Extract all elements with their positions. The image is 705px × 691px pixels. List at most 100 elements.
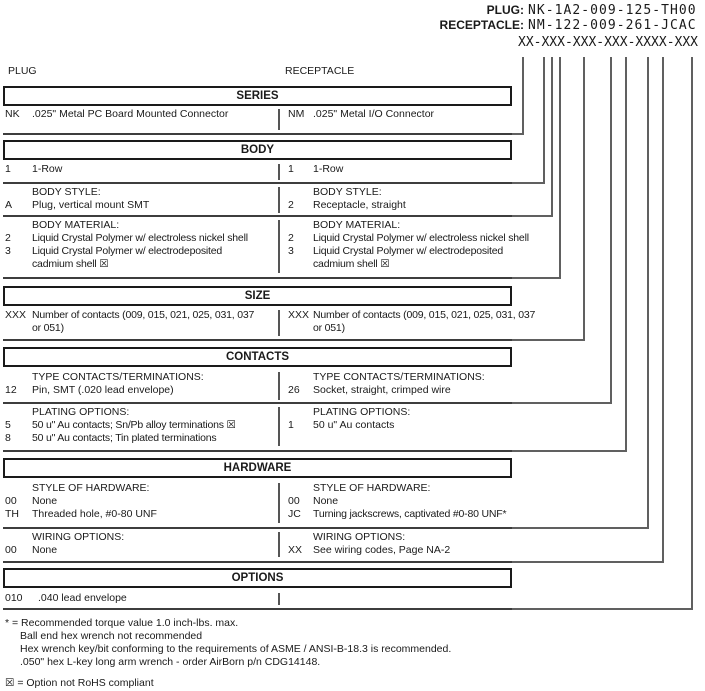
divider bbox=[3, 561, 512, 563]
size-section-header: SIZE bbox=[3, 286, 512, 306]
contacts-type-right-heading: TYPE CONTACTS/TERMINATIONS: bbox=[313, 371, 485, 383]
footnote-torque-line2: Ball end hex wrench not recommended bbox=[20, 630, 203, 642]
hardware-style-left-code: 00 bbox=[5, 495, 17, 507]
body-material-right-code: 2 bbox=[288, 232, 294, 244]
trace-size-vertical bbox=[583, 57, 585, 341]
body-style-left-heading: BODY STYLE: bbox=[32, 186, 101, 198]
size-row: XXX Number of contacts (009, 015, 021, 0… bbox=[0, 309, 535, 338]
divider bbox=[3, 450, 512, 452]
body-row-right-desc: 1-Row bbox=[313, 163, 344, 175]
body-material-left-desc: Liquid Crystal Polymer w/ electroless ni… bbox=[32, 232, 248, 244]
trace-hardware-style-vertical bbox=[647, 57, 649, 529]
column-divider bbox=[278, 310, 280, 336]
trace-hardware-style-horizontal bbox=[512, 527, 649, 529]
column-divider bbox=[278, 109, 280, 130]
footnote-rohs: ☒ = Option not RoHS compliant bbox=[5, 677, 154, 689]
trace-series-horizontal bbox=[512, 133, 524, 135]
plug-part-number-label: PLUG: bbox=[486, 3, 524, 17]
body-row: 1 1-Row 1 1-Row bbox=[0, 163, 512, 182]
footnote-torque-line3: Hex wrench key/bit conforming to the req… bbox=[20, 643, 452, 655]
receptacle-column-label: RECEPTACLE bbox=[285, 65, 355, 77]
column-divider bbox=[278, 372, 280, 400]
body-material-right-heading: BODY MATERIAL: bbox=[313, 219, 401, 231]
plug-column-label: PLUG bbox=[8, 65, 37, 77]
hardware-style-left-heading: STYLE OF HARDWARE: bbox=[32, 482, 150, 494]
divider bbox=[3, 215, 512, 217]
plating-block: PLATING OPTIONS: PLATING OPTIONS: 5 50 u… bbox=[0, 406, 512, 448]
plating-left-desc: 50 u" Au contacts; Sn/Pb alloy terminati… bbox=[32, 419, 236, 431]
body-style-left-code: A bbox=[5, 199, 13, 211]
footnote-torque-line1: * = Recommended torque value 1.0 inch-lb… bbox=[5, 617, 239, 629]
column-divider bbox=[278, 164, 280, 180]
body-material-left-heading: BODY MATERIAL: bbox=[32, 219, 120, 231]
trace-body-material-vertical bbox=[559, 57, 561, 279]
part-number-format-pattern: XX-XXX-XXX-XXX-XXXX-XXX bbox=[518, 35, 699, 50]
size-right-desc: Number of contacts (009, 015, 021, 025, … bbox=[313, 309, 536, 334]
contacts-type-left-desc: Pin, SMT (.020 lead envelope) bbox=[32, 384, 174, 396]
options-section-header: OPTIONS bbox=[3, 568, 512, 588]
hardware-style-right-desc: Turning jackscrews, captivated #0-80 UNF… bbox=[313, 508, 507, 520]
column-divider bbox=[278, 187, 280, 213]
receptacle-part-number-value: NM-122-009-261-JCAC bbox=[528, 18, 697, 33]
trace-body-style-vertical bbox=[551, 57, 553, 217]
trace-contacts-type-vertical bbox=[610, 57, 612, 404]
hardware-style-left-desc: None bbox=[32, 495, 58, 507]
body-material-right-code: 3 bbox=[288, 245, 294, 257]
body-row-left-code: 1 bbox=[5, 163, 11, 175]
trace-body-material-horizontal bbox=[512, 277, 561, 279]
column-divider bbox=[278, 532, 280, 557]
plating-left-code: 5 bbox=[5, 419, 11, 431]
plating-right-code: 1 bbox=[288, 419, 294, 431]
body-style-right-heading: BODY STYLE: bbox=[313, 186, 382, 198]
body-material-right-desc: Liquid Crystal Polymer w/ electrodeposit… bbox=[313, 245, 504, 270]
trace-plating-horizontal bbox=[512, 450, 627, 452]
wiring-left-heading: WIRING OPTIONS: bbox=[32, 531, 125, 543]
trace-plating-vertical bbox=[625, 57, 627, 452]
wiring-right-code: XX bbox=[288, 544, 303, 556]
hardware-section-header: HARDWARE bbox=[3, 458, 512, 478]
options-left-code: 010 bbox=[5, 592, 23, 604]
divider bbox=[3, 339, 512, 341]
column-divider bbox=[278, 593, 280, 605]
hardware-style-right-code: 00 bbox=[288, 495, 300, 507]
body-style-right-desc: Receptacle, straight bbox=[313, 199, 406, 211]
divider bbox=[3, 402, 512, 404]
wiring-right-desc: See wiring codes, Page NA-2 bbox=[313, 544, 451, 556]
plating-right-desc: 50 u" Au contacts bbox=[313, 419, 395, 431]
trace-size-horizontal bbox=[512, 339, 585, 341]
hardware-style-right-code: JC bbox=[288, 508, 301, 520]
column-divider bbox=[278, 220, 280, 273]
body-section-header: BODY bbox=[3, 140, 512, 160]
series-left-code: NK bbox=[5, 108, 20, 120]
wiring-right-heading: WIRING OPTIONS: bbox=[313, 531, 406, 543]
trace-options-vertical bbox=[691, 57, 693, 610]
column-divider bbox=[278, 407, 280, 446]
body-style-right-code: 2 bbox=[288, 199, 294, 211]
trace-wiring-horizontal bbox=[512, 561, 664, 563]
hardware-style-right-desc: None bbox=[313, 495, 339, 507]
trace-options-horizontal bbox=[512, 608, 693, 610]
wiring-block: WIRING OPTIONS: WIRING OPTIONS: 00 None … bbox=[0, 531, 512, 559]
plating-left-heading: PLATING OPTIONS: bbox=[32, 406, 130, 418]
trace-body-row-horizontal bbox=[512, 182, 545, 184]
options-left-desc: .040 lead envelope bbox=[38, 592, 127, 604]
trace-body-style-horizontal bbox=[512, 215, 553, 217]
hardware-style-left-desc: Threaded hole, #0-80 UNF bbox=[32, 508, 157, 520]
contacts-type-right-code: 26 bbox=[288, 384, 300, 396]
contacts-type-left-heading: TYPE CONTACTS/TERMINATIONS: bbox=[32, 371, 204, 383]
size-left-code: XXX bbox=[5, 309, 27, 321]
series-right-code: NM bbox=[288, 108, 305, 120]
divider bbox=[3, 277, 512, 279]
size-left-desc: Number of contacts (009, 015, 021, 025, … bbox=[32, 309, 255, 334]
plug-part-number-value: NK-1A2-009-125-TH00 bbox=[528, 3, 697, 18]
trace-wiring-vertical bbox=[662, 57, 664, 563]
divider bbox=[3, 182, 512, 184]
trace-contacts-type-horizontal bbox=[512, 402, 612, 404]
body-row-left-desc: 1-Row bbox=[32, 163, 63, 175]
body-material-right-desc: Liquid Crystal Polymer w/ electroless ni… bbox=[313, 232, 529, 244]
body-style-left-desc: Plug, vertical mount SMT bbox=[32, 199, 150, 211]
body-material-left-code: 2 bbox=[5, 232, 11, 244]
contacts-type-block: TYPE CONTACTS/TERMINATIONS: TYPE CONTACT… bbox=[0, 371, 512, 402]
body-style-block: BODY STYLE: BODY STYLE: A Plug, vertical… bbox=[0, 186, 512, 215]
